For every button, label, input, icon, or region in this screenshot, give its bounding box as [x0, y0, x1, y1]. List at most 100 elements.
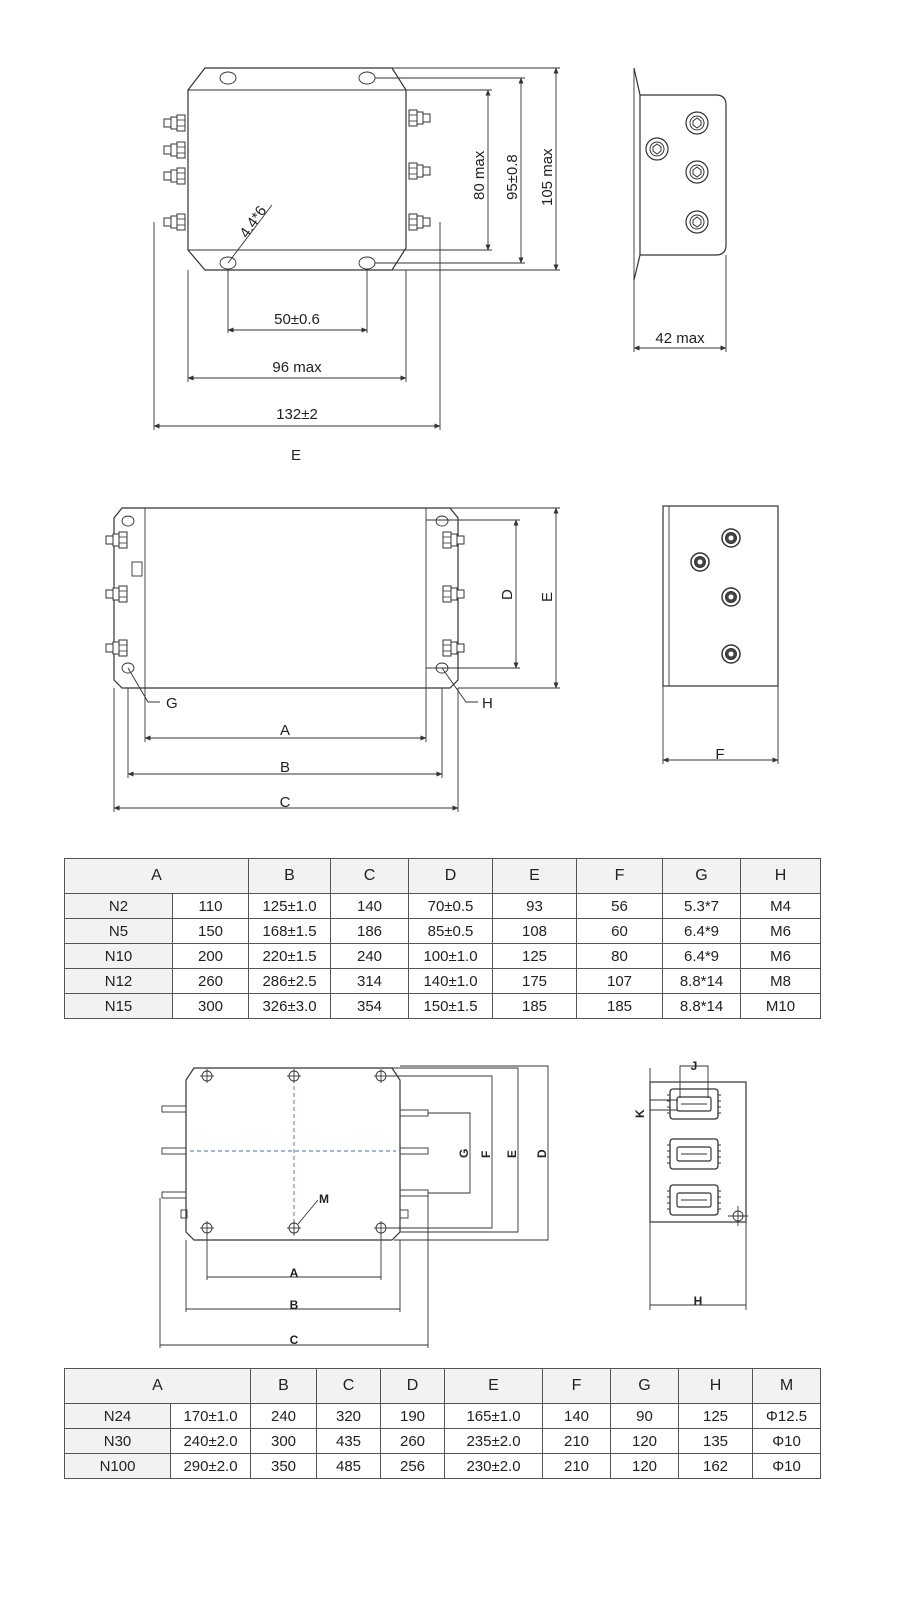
terminal-bolt-icon: [105, 585, 128, 603]
side-flange: [633, 67, 641, 281]
table-cell: 8.8*14: [662, 993, 742, 1019]
terminal-bolt-icon: [408, 213, 431, 231]
model-cell: N12: [64, 968, 173, 994]
table-cell: 107: [576, 968, 664, 994]
header-cell: D: [380, 1368, 446, 1404]
table-cell: 90: [610, 1403, 680, 1429]
table-cell: 210: [542, 1428, 612, 1454]
header-cell: D: [408, 858, 494, 894]
terminal-stud-icon: [721, 644, 741, 664]
header-cell: M: [752, 1368, 822, 1404]
terminal-bolt-icon: [442, 531, 465, 549]
spec-table-2: A B C D E F G H M N24 170±1.0 240 320 19…: [63, 1368, 822, 1479]
table-cell: 320: [316, 1403, 382, 1429]
terminal-bolt-icon: [408, 109, 431, 127]
dim-J-label: J: [691, 1059, 698, 1073]
table-cell: 190: [380, 1403, 446, 1429]
table-cell: 70±0.5: [408, 893, 494, 919]
dim-80-label: 80 max: [471, 150, 488, 200]
mount-hole: [121, 515, 135, 527]
drawing-2: D E G H A B C F: [105, 505, 779, 812]
model-cell: N24: [64, 1403, 171, 1429]
table-cell: 8.8*14: [662, 968, 742, 994]
terminal-stud-icon: [685, 111, 709, 135]
header-cell: G: [610, 1368, 680, 1404]
table-cell: Φ10: [752, 1453, 822, 1479]
dim-F-label: F: [715, 746, 724, 763]
dim-K-label: K: [633, 1109, 647, 1118]
mount-hole: [219, 71, 237, 85]
dim-H-label: H: [694, 1294, 703, 1308]
table-cell: 260: [171, 968, 250, 994]
dim-D-label: D: [535, 1149, 549, 1158]
terminal-bolt-icon: [163, 213, 186, 231]
dim-E-label: E: [505, 1150, 519, 1158]
table-cell: 125: [678, 1403, 754, 1429]
filter-body-outline: [187, 67, 407, 271]
table-cell: 286±2.5: [248, 968, 332, 994]
table-cell: 175: [492, 968, 578, 994]
mount-hole: [219, 256, 237, 270]
model-cell: N15: [64, 993, 173, 1019]
table-cell: 150: [171, 918, 250, 944]
dim-50-label: 50±0.6: [274, 311, 320, 328]
terminal-bolt-icon: [408, 162, 431, 180]
header-cell: G: [662, 858, 742, 894]
callout-H: H: [482, 695, 493, 712]
terminal-stud-icon: [721, 528, 741, 548]
terminal-stud-icon: [685, 210, 709, 234]
table-cell: 6.4*9: [662, 918, 742, 944]
dim-D-label: D: [499, 589, 516, 600]
table-header-row: A B C D E F G H: [63, 858, 822, 894]
header-cell: F: [576, 858, 664, 894]
table-row: N30 240±2.0 300 435 260 235±2.0 210 120 …: [64, 1428, 822, 1454]
dim-E-label: E: [539, 592, 556, 602]
terminal-bolt-icon: [163, 114, 186, 132]
table-cell: 125: [492, 943, 578, 969]
callout-M: M: [319, 1192, 329, 1206]
table-cell: M6: [740, 943, 822, 969]
dim-F-label: F: [479, 1151, 493, 1158]
table-cell: 256: [380, 1453, 446, 1479]
header-cell: A: [63, 858, 250, 894]
header-cell: H: [678, 1368, 754, 1404]
mount-hole: [121, 662, 135, 674]
callout-G: G: [166, 695, 178, 712]
table-cell: 93: [492, 893, 578, 919]
mount-hole: [200, 1069, 388, 1235]
filter-body-outline: [113, 507, 459, 689]
drawing-1: 4.4*6 50±0.6 96 max 132±2 E 80 max 95±0.…: [153, 67, 727, 464]
table-cell: 326±3.0: [248, 993, 332, 1019]
dim-105-label: 105 max: [539, 148, 556, 206]
drawing-3: M G F E D A B C J K: [159, 1059, 748, 1348]
header-cell: B: [250, 1368, 318, 1404]
terminal-bolt-icon: [105, 639, 128, 657]
table-cell: 350: [250, 1453, 318, 1479]
header-cell: B: [248, 858, 332, 894]
spec-table-1: A B C D E F G H N2 110 125±1.0 140 70±0.…: [63, 858, 822, 1019]
header-cell: C: [316, 1368, 382, 1404]
table-cell: 6.4*9: [662, 943, 742, 969]
terminal-stud-icon: [721, 587, 741, 607]
table-row: N100 290±2.0 350 485 256 230±2.0 210 120…: [64, 1453, 822, 1479]
terminal-bolt-icon: [442, 585, 465, 603]
dim-42-label: 42 max: [655, 330, 705, 347]
table-cell: Φ10: [752, 1428, 822, 1454]
dim-A-label: A: [280, 722, 290, 739]
table-cell: 210: [542, 1453, 612, 1479]
table-cell: 185: [576, 993, 664, 1019]
side-view-outline: [649, 1081, 747, 1223]
table-cell: 300: [171, 993, 250, 1019]
table-row: N24 170±1.0 240 320 190 165±1.0 140 90 1…: [64, 1403, 822, 1429]
table-cell: 110: [171, 893, 250, 919]
busbar-slot-icon: [666, 1184, 722, 1216]
table-cell: 120: [610, 1453, 680, 1479]
table-row: N10 200 220±1.5 240 100±1.0 125 80 6.4*9…: [64, 943, 822, 969]
dim-C-label: C: [290, 1333, 299, 1347]
table-cell: 170±1.0: [169, 1403, 252, 1429]
busbar-slot-icon: [666, 1138, 722, 1170]
table-cell: 60: [576, 918, 664, 944]
table-cell: 186: [330, 918, 410, 944]
table-cell: 230±2.0: [444, 1453, 544, 1479]
table-header-row: A B C D E F G H M: [63, 1368, 822, 1404]
